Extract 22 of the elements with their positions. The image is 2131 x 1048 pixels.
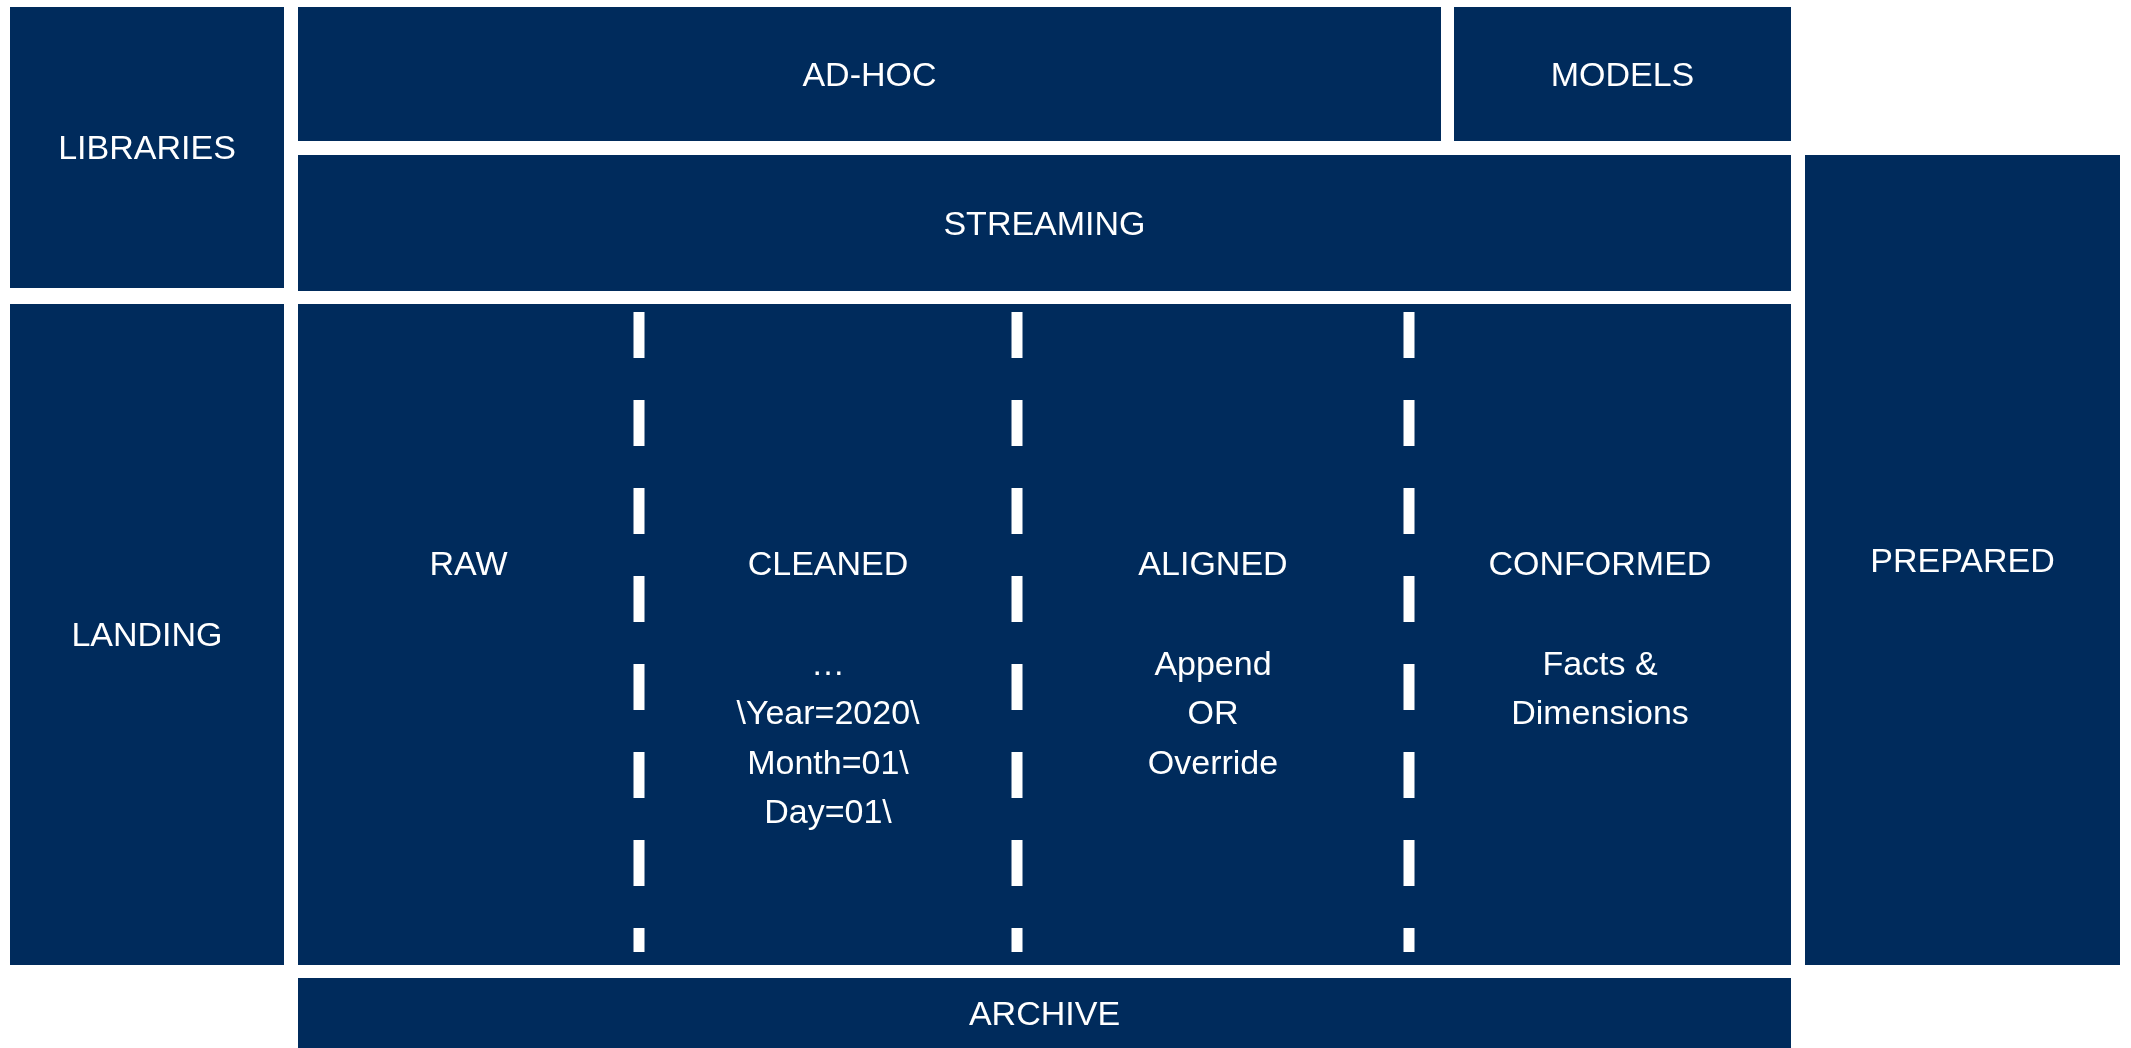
- block-label: LANDING: [71, 615, 223, 654]
- zone-title: CLEANED: [746, 544, 910, 583]
- layer-block: [298, 978, 1791, 1048]
- zone-title: CONFORMED: [1487, 544, 1713, 583]
- layer-block: [1805, 155, 2120, 965]
- block-label: STREAMING: [943, 203, 1146, 243]
- layer-block: [10, 7, 284, 288]
- block-label: LIBRARIES: [58, 128, 236, 167]
- zone-description: Facts & Dimensions: [1510, 643, 1690, 734]
- zone-title: ALIGNED: [1137, 544, 1289, 583]
- layer-block: [1454, 7, 1791, 141]
- zone-description: Append OR Override: [1146, 643, 1280, 783]
- layer-block: [298, 155, 1791, 291]
- block-label: ARCHIVE: [968, 993, 1121, 1033]
- layer-panel: [298, 304, 1791, 965]
- block-label: MODELS: [1550, 54, 1695, 94]
- zone-title: RAW: [428, 544, 509, 583]
- layer-block: [10, 304, 284, 965]
- zone-description: …\Year=2020\ Month=01\ Day=01\: [735, 643, 921, 832]
- block-label: AD-HOC: [802, 54, 937, 94]
- layer-block: [298, 7, 1441, 141]
- block-label: PREPARED: [1870, 540, 2055, 580]
